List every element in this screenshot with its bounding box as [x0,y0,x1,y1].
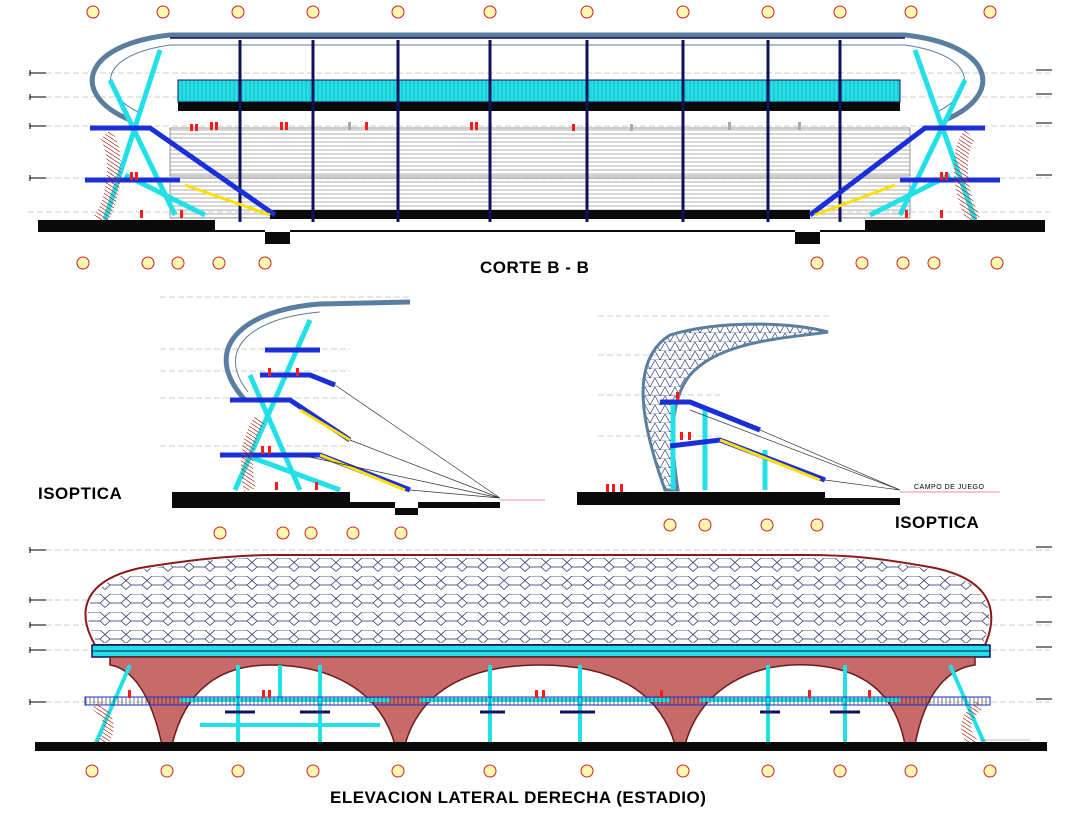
isoptic-left-title: ISOPTICA [38,484,123,503]
spectators-gray [348,122,801,131]
ground-line [38,220,1045,244]
roof-truss [89,32,986,123]
stand-slopes [85,125,1000,218]
field-label: CAMPO DE JUEGO [914,484,985,491]
isoptic-right-title: ISOPTICA [895,513,980,532]
section-b-b [28,32,1052,244]
grid-markers-top [76,5,1004,270]
side-elevation [28,546,1052,778]
columns [238,40,842,222]
section-title: CORTE B - B [480,258,590,277]
spectators [130,122,948,218]
elevation-title: ELEVACION LATERAL DERECHA (ESTADIO) [330,788,707,807]
isoptic-left [160,296,545,540]
isoptic-right [577,315,1000,532]
seating-rows [169,127,911,177]
level-marks [29,69,1052,181]
